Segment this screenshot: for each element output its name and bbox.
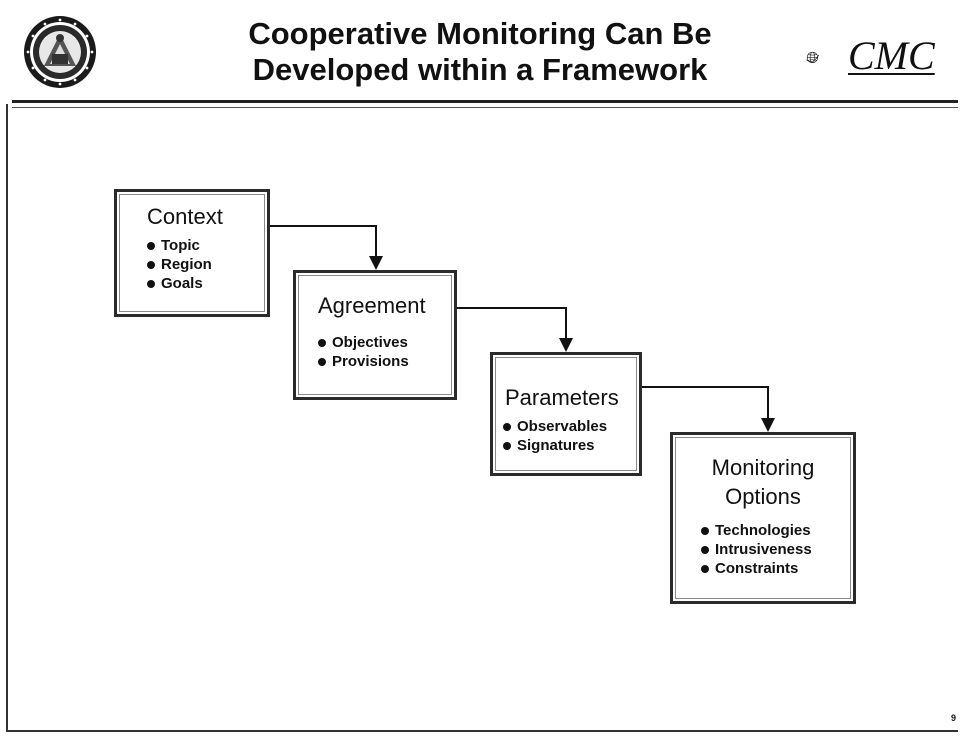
list-item-text: Topic xyxy=(161,237,200,254)
list-item: Provisions xyxy=(316,352,409,371)
parameters-box: Parameters Observables Signatures xyxy=(490,352,642,476)
arrow-parameters-to-monitoring xyxy=(642,386,769,424)
department-seal-icon xyxy=(24,16,96,88)
context-heading: Context xyxy=(147,204,223,229)
list-item: Constraints xyxy=(699,559,812,578)
agreement-heading: Agreement xyxy=(318,293,426,318)
arrow-context-to-agreement xyxy=(270,225,377,262)
slide-frame-left xyxy=(6,104,8,732)
list-item: Objectives xyxy=(316,333,409,352)
globe-icon xyxy=(806,51,820,63)
monitoring-heading-line-2: Options xyxy=(725,484,801,509)
slide-title-line-2: Developed within a Framework xyxy=(252,52,708,87)
arrow-agreement-to-parameters xyxy=(457,307,567,344)
monitoring-options-box: Monitoring Options Technologies Intrusiv… xyxy=(670,432,856,604)
bullet-icon xyxy=(701,565,709,573)
monitoring-options-heading: Monitoring Options xyxy=(673,453,853,511)
context-list: Topic Region Goals xyxy=(145,236,212,293)
list-item-text: Constraints xyxy=(715,560,799,577)
bullet-icon xyxy=(701,527,709,535)
list-item: Technologies xyxy=(699,521,812,540)
bullet-icon xyxy=(147,280,155,288)
bullet-icon xyxy=(701,546,709,554)
list-item-text: Signatures xyxy=(517,437,595,454)
slide-title: Cooperative Monitoring Can Be Developed … xyxy=(180,16,780,88)
bullet-icon xyxy=(318,358,326,366)
arrowhead-monitoring xyxy=(761,418,775,432)
list-item: Signatures xyxy=(501,436,607,455)
arrowhead-parameters xyxy=(559,338,573,352)
bullet-icon xyxy=(147,261,155,269)
list-item: Observables xyxy=(501,417,607,436)
arrowhead-agreement xyxy=(369,256,383,270)
list-item-text: Intrusiveness xyxy=(715,541,812,558)
list-item-text: Observables xyxy=(517,418,608,435)
bullet-icon xyxy=(503,423,511,431)
agreement-box: Agreement Objectives Provisions xyxy=(293,270,457,400)
slide-title-line-1: Cooperative Monitoring Can Be xyxy=(248,16,712,51)
list-item: Topic xyxy=(145,236,212,255)
header-rule-thin xyxy=(12,107,958,108)
parameters-heading: Parameters xyxy=(505,385,619,410)
monitoring-options-list: Technologies Intrusiveness Constraints xyxy=(699,521,812,578)
cmc-logo-text: CMC xyxy=(848,33,935,78)
context-box: Context Topic Region Goals xyxy=(114,189,270,317)
list-item-text: Technologies xyxy=(715,522,811,539)
list-item: Goals xyxy=(145,274,212,293)
parameters-list: Observables Signatures xyxy=(501,417,607,455)
page-number: 9 xyxy=(951,713,957,723)
bullet-icon xyxy=(318,339,326,347)
list-item: Intrusiveness xyxy=(699,540,812,559)
header-rule xyxy=(12,100,958,103)
list-item-text: Provisions xyxy=(332,353,409,370)
list-item-text: Objectives xyxy=(332,334,408,351)
agreement-list: Objectives Provisions xyxy=(316,333,409,371)
list-item-text: Region xyxy=(161,256,212,273)
list-item: Region xyxy=(145,255,212,274)
monitoring-heading-line-1: Monitoring xyxy=(711,455,815,480)
bullet-icon xyxy=(147,242,155,250)
list-item-text: Goals xyxy=(161,275,203,292)
bullet-icon xyxy=(503,442,511,450)
slide-frame-bottom xyxy=(6,730,958,732)
